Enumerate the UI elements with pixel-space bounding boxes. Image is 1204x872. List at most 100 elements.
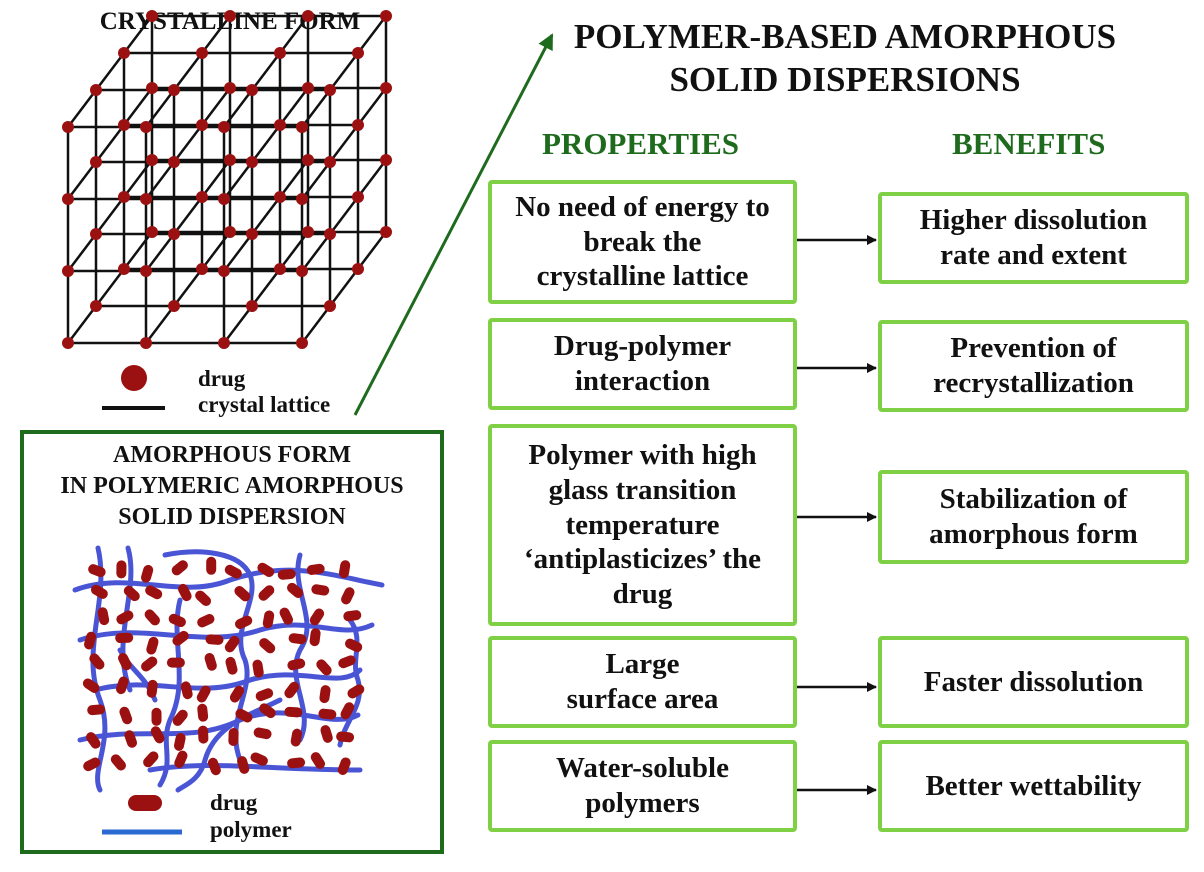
drug-particle xyxy=(97,607,110,626)
lattice-bond xyxy=(329,52,359,91)
drug-particle xyxy=(287,582,304,598)
drug-particle xyxy=(224,635,240,653)
drug-particle xyxy=(262,610,275,629)
lattice-drug-atom xyxy=(302,154,314,166)
drug-particle xyxy=(277,569,296,580)
lattice-bond xyxy=(279,87,309,126)
drug-particle xyxy=(320,725,333,743)
lattice-bond xyxy=(357,87,387,126)
drug-particle xyxy=(235,708,253,723)
drug-particle xyxy=(180,681,193,700)
lattice-drug-atom xyxy=(140,121,152,133)
lattice-drug-atom xyxy=(146,82,158,94)
lattice-drug-atom xyxy=(302,226,314,238)
crystal-legend-drug: drug xyxy=(198,366,246,391)
drug-particle xyxy=(146,636,159,655)
lattice-drug-atom xyxy=(352,263,364,275)
crystal-legend-drug-dot xyxy=(121,365,147,391)
lattice-drug-atom xyxy=(218,265,230,277)
drug-particle xyxy=(168,613,186,628)
benefits-header: BENEFITS xyxy=(952,126,1106,161)
lattice-bond xyxy=(145,89,175,128)
drug-particle xyxy=(253,727,272,740)
drug-particle xyxy=(119,706,133,725)
drug-particle xyxy=(83,757,101,772)
benefit-box-2: Prevention of recrystallization xyxy=(878,320,1189,412)
drug-particle xyxy=(123,585,140,602)
drug-particle xyxy=(207,757,221,776)
lattice-bond xyxy=(201,15,231,54)
lattice-drug-atom xyxy=(90,84,102,96)
lattice-bond xyxy=(301,233,331,272)
lattice-drug-atom xyxy=(274,263,286,275)
drug-particle xyxy=(197,614,215,628)
lattice-bond xyxy=(251,52,281,91)
lattice-drug-atom xyxy=(140,265,152,277)
lattice-bond xyxy=(357,231,387,270)
lattice-drug-atom xyxy=(246,228,258,240)
lattice-drug-atom xyxy=(224,226,236,238)
lattice-bond xyxy=(329,124,359,163)
lattice-bond xyxy=(223,305,253,344)
drug-particle xyxy=(284,706,303,718)
lattice-bond xyxy=(123,87,153,126)
drug-particle xyxy=(338,560,351,579)
lattice-drug-atom xyxy=(118,119,130,131)
lattice-drug-atom xyxy=(90,228,102,240)
drug-particle xyxy=(141,656,158,672)
drug-particle xyxy=(287,757,306,769)
drug-particle xyxy=(234,586,251,602)
drug-particle xyxy=(345,638,363,653)
lattice-bond xyxy=(329,268,359,307)
lattice-drug-atom xyxy=(62,265,74,277)
lattice-bond xyxy=(145,305,175,344)
lattice-bond xyxy=(95,268,125,307)
drug-particle xyxy=(340,702,355,720)
lattice-bond xyxy=(223,233,253,272)
lattice-drug-atom xyxy=(324,228,336,240)
drug-particle xyxy=(343,610,362,622)
lattice-bond xyxy=(123,15,153,54)
lattice-drug-atom xyxy=(274,191,286,203)
lattice-bond xyxy=(95,52,125,91)
lattice-drug-atom xyxy=(274,47,286,59)
property-box-1: No need of energy to break the crystalli… xyxy=(488,180,797,304)
amorphous-drug-particles xyxy=(82,556,365,776)
drug-particle xyxy=(225,656,238,675)
drug-particle xyxy=(336,731,355,743)
lattice-bond xyxy=(279,159,309,198)
lattice-bond xyxy=(201,231,231,270)
property-box-2: Drug-polymer interaction xyxy=(488,318,797,410)
lattice-drug-atom xyxy=(296,121,308,133)
lattice-bond xyxy=(201,159,231,198)
drug-particle xyxy=(259,703,276,719)
lattice-drug-atom xyxy=(380,154,392,166)
crystal-lattice xyxy=(62,10,392,349)
amorphous-title: AMORPHOUS FORM IN POLYMERIC AMORPHOUS SO… xyxy=(60,442,404,531)
lattice-drug-atom xyxy=(380,226,392,238)
drug-particle xyxy=(306,563,325,575)
drug-particle xyxy=(88,564,106,578)
drug-particle xyxy=(90,584,108,599)
lattice-drug-atom xyxy=(224,10,236,22)
drug-particle xyxy=(195,590,212,607)
benefit-box-5: Better wettability xyxy=(878,740,1189,832)
lattice-drug-atom xyxy=(196,47,208,59)
lattice-bond xyxy=(67,305,97,344)
lattice-drug-atom xyxy=(146,10,158,22)
lattice-drug-atom xyxy=(62,193,74,205)
lattice-bond xyxy=(301,161,331,200)
drug-particle xyxy=(86,732,101,749)
lattice-bond xyxy=(329,196,359,235)
lattice-bond xyxy=(123,231,153,270)
lattice-bond xyxy=(95,196,125,235)
drug-particle xyxy=(311,584,330,596)
lattice-bond xyxy=(251,196,281,235)
drug-particle xyxy=(151,707,162,726)
drug-particle xyxy=(257,562,275,578)
lattice-drug-atom xyxy=(168,228,180,240)
crystal-legend-lattice: crystal lattice xyxy=(198,392,331,417)
lattice-drug-atom xyxy=(90,300,102,312)
lattice-drug-atom xyxy=(90,156,102,168)
lattice-drug-atom xyxy=(140,193,152,205)
